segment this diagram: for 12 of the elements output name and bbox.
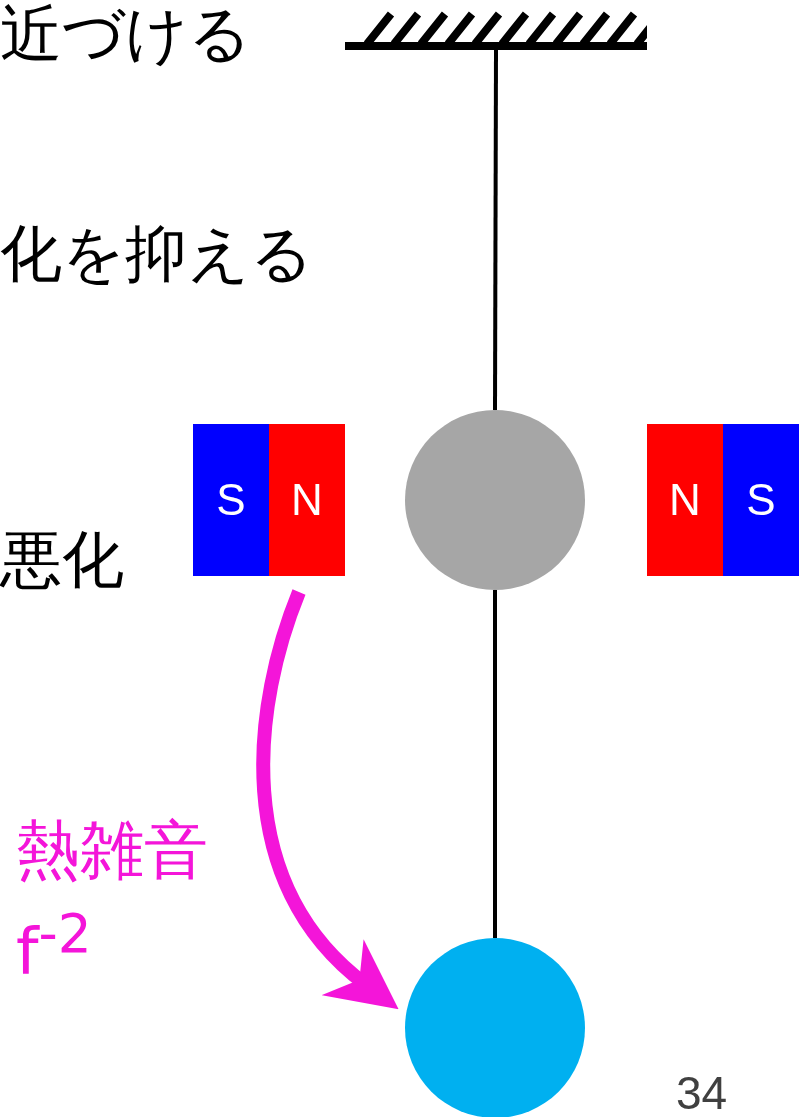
ceiling-support <box>345 10 647 50</box>
text-fragment: 近づける <box>0 0 251 72</box>
suspension-wire <box>493 50 498 410</box>
arrow <box>256 589 397 1012</box>
magnet-pole: S <box>193 424 269 576</box>
suspension-wire <box>493 590 497 938</box>
magnet-pole: N <box>647 424 723 576</box>
text-fragment: 化を抑える <box>0 216 313 292</box>
magnet-pole: N <box>269 424 345 576</box>
edge-label: 熱雑音 f$^{-2}$ <box>16 812 209 992</box>
page-number: 34 <box>676 1066 728 1117</box>
magnet-pole: S <box>723 424 799 576</box>
